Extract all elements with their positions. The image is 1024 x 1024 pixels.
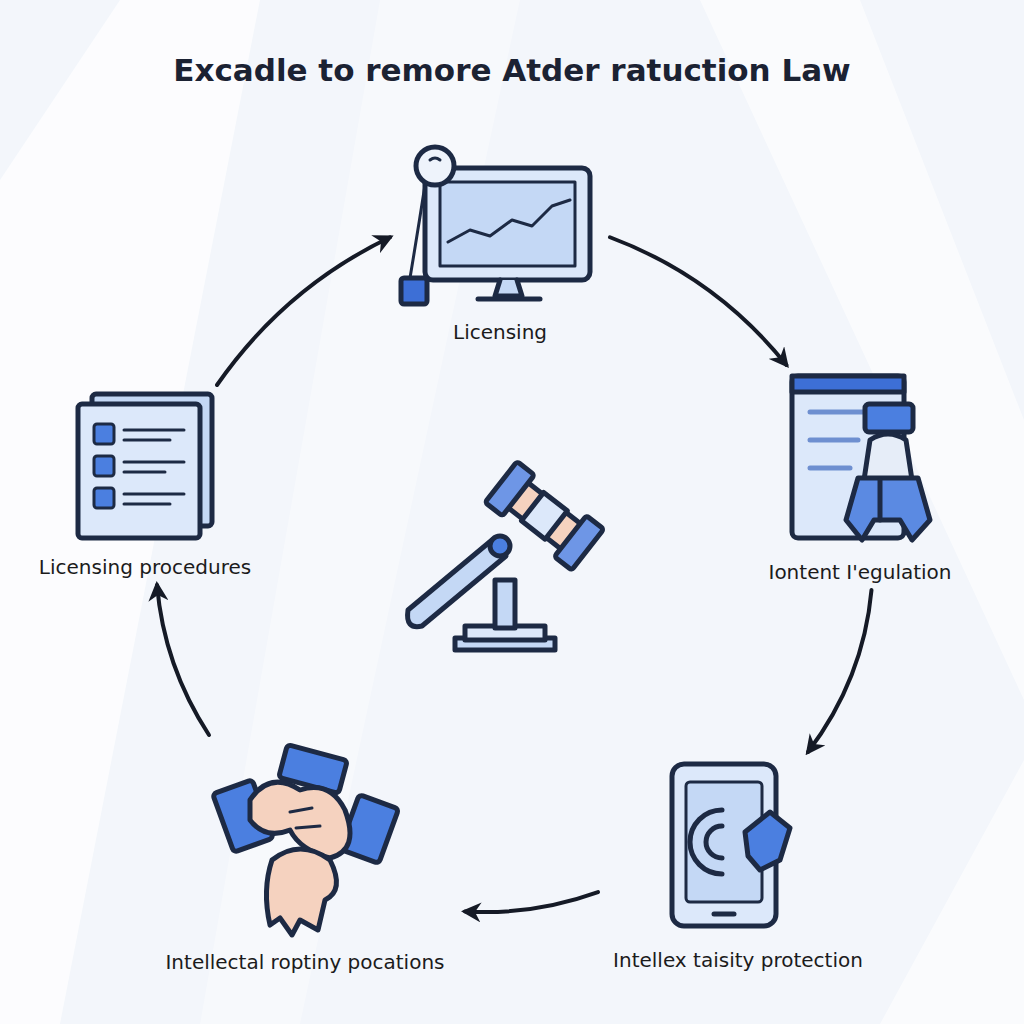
phone-icon <box>672 764 790 926</box>
document-person-icon <box>792 376 930 540</box>
icon-node: Intellex taisity protection <box>598 752 878 978</box>
cycle-arrow <box>157 585 209 735</box>
cycle-arrow <box>217 237 390 385</box>
icon-node: Iontent I'egulation <box>745 365 975 590</box>
node-label: Licensing procedures <box>25 555 265 579</box>
gavel-icon <box>408 461 604 650</box>
node-label: Intellex taisity protection <box>598 948 878 972</box>
node-label: Iontent I'egulation <box>745 560 975 584</box>
diagram-title: Excadle to remore Atder ratuction Law <box>0 52 1024 88</box>
handshake-icon <box>213 745 399 935</box>
node-label: Licensing <box>390 320 610 344</box>
icon-node: Intellectal roptiny pocations <box>145 735 465 980</box>
icon-node: Licensing procedures <box>25 385 265 585</box>
node-label: Intellectal roptiny pocations <box>145 950 465 974</box>
cycle-arrow <box>808 590 872 752</box>
monitor-icon <box>401 147 590 304</box>
cycle-arrow <box>465 892 598 912</box>
cycle-arrow <box>610 237 786 365</box>
icon-node: Licensing <box>390 145 610 350</box>
checklist-icon <box>78 394 212 538</box>
